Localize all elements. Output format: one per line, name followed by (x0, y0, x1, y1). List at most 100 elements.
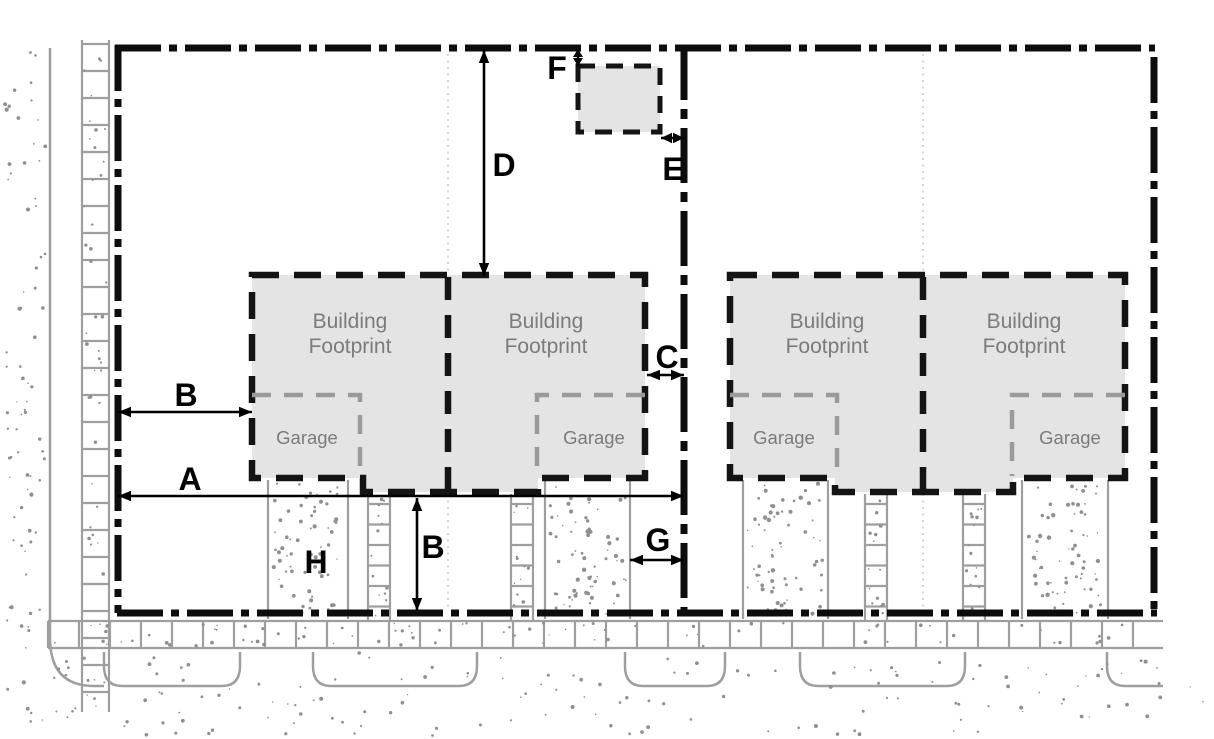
stipple-dot (276, 632, 280, 636)
stipple-dot (970, 607, 974, 610)
stipple-dot (3, 102, 7, 107)
stipple-dot (1096, 532, 1099, 534)
stipple-dot (17, 451, 20, 454)
stipple-dot (278, 578, 280, 581)
stipple-dot (6, 427, 10, 430)
stipple-dot (1095, 558, 1100, 564)
arrowhead (647, 369, 660, 381)
stipple-dot (29, 720, 32, 723)
stipple-dot (1189, 686, 1191, 688)
stipple-dot (1058, 560, 1061, 562)
stipple-dot (546, 673, 550, 677)
stipple-dot (1120, 623, 1124, 627)
stipple-dot (1100, 667, 1104, 671)
stipple-dot (896, 697, 900, 700)
stipple-dot (1040, 513, 1045, 518)
stipple-dot (1035, 558, 1037, 561)
stipple-dot (313, 505, 317, 509)
street-stipple (53, 651, 1204, 737)
stipple-dot (410, 631, 413, 634)
stipple-dot (131, 639, 134, 643)
arrowhead (671, 490, 684, 502)
building-footprint-label: Footprint (786, 335, 869, 358)
stipple-dot (1097, 594, 1100, 597)
stipple-dot (763, 484, 766, 487)
stipple-dot (19, 365, 22, 368)
stipple-dot (89, 247, 93, 251)
stipple-dot (1098, 639, 1102, 644)
stipple-dot (746, 586, 749, 589)
stipple-dot (782, 622, 785, 625)
stipple-dot (586, 533, 591, 538)
stipple-dot (869, 669, 872, 672)
stipple-dot (1094, 573, 1096, 575)
arrowhead (673, 132, 684, 144)
stipple-dot (1066, 502, 1071, 507)
stipple-dot (326, 573, 330, 577)
stipple-dot (1084, 503, 1086, 505)
street-corner-curb (48, 637, 104, 688)
stipple-dot (1031, 555, 1036, 560)
stipple-dot (303, 570, 307, 575)
stipple-dot (394, 629, 397, 632)
stipple-dot (1045, 673, 1048, 676)
stipple-dot (583, 696, 586, 698)
arrowhead (573, 58, 583, 66)
stipple-dot (1079, 510, 1084, 514)
stipple-dot (749, 621, 754, 626)
stipple-dot (217, 693, 221, 697)
stipple-dot (1099, 603, 1102, 607)
stipple-dot (1036, 486, 1040, 489)
stipple-dot (39, 255, 43, 259)
stipple-dot (686, 671, 689, 675)
stipple-dot (1075, 502, 1081, 507)
accessory-structure (575, 63, 663, 135)
stipple-dot (66, 666, 70, 670)
stipple-dot (275, 482, 279, 485)
stipple-dot (767, 570, 770, 574)
stipple-dot (771, 548, 774, 551)
stipple-dot (301, 604, 305, 609)
stipple-dot (1156, 667, 1158, 669)
stipple-dot (329, 530, 334, 534)
stipple-dot (968, 544, 970, 547)
stipple-dot (555, 486, 557, 488)
stipple-dot (93, 369, 96, 372)
stipple-dot (120, 641, 123, 643)
building-footprint-label: Building (790, 310, 865, 333)
stipple-dot (611, 581, 616, 586)
stipple-dot (180, 718, 185, 723)
stipple-dot (4, 107, 9, 112)
stipple-dot (770, 568, 776, 573)
stipple-dot (101, 639, 105, 643)
stipple-dot (164, 641, 169, 645)
stipple-dot (400, 678, 403, 681)
stipple-dot (550, 515, 554, 520)
stipple-dot (334, 517, 339, 522)
stipple-dot (289, 552, 293, 556)
stipple-dot (1050, 581, 1052, 584)
stipple-dot (1037, 533, 1043, 539)
stipple-dot (64, 673, 68, 677)
stipple-dot (628, 732, 631, 736)
stipple-dot (318, 552, 323, 556)
stipple-dot (57, 667, 61, 671)
stipple-dot (879, 568, 882, 571)
stipple-dot (1083, 484, 1087, 488)
stipple-dot (931, 681, 934, 683)
stipple-dot (1145, 714, 1150, 719)
stipple-dot (890, 666, 894, 670)
stipple-dot (978, 663, 982, 668)
stipple-dot (607, 541, 612, 546)
stipple-dot (272, 701, 274, 703)
stipple-dot (875, 596, 880, 600)
dimension-label-g: G (646, 522, 671, 558)
stipple-dot (768, 510, 773, 515)
stipple-dot (820, 558, 824, 562)
stipple-dot (721, 694, 726, 699)
stipple-dot (267, 716, 269, 719)
stipple-dot (783, 602, 786, 605)
stipple-dot (294, 704, 297, 707)
stipple-dot (1096, 485, 1098, 488)
stipple-dot (181, 678, 185, 682)
